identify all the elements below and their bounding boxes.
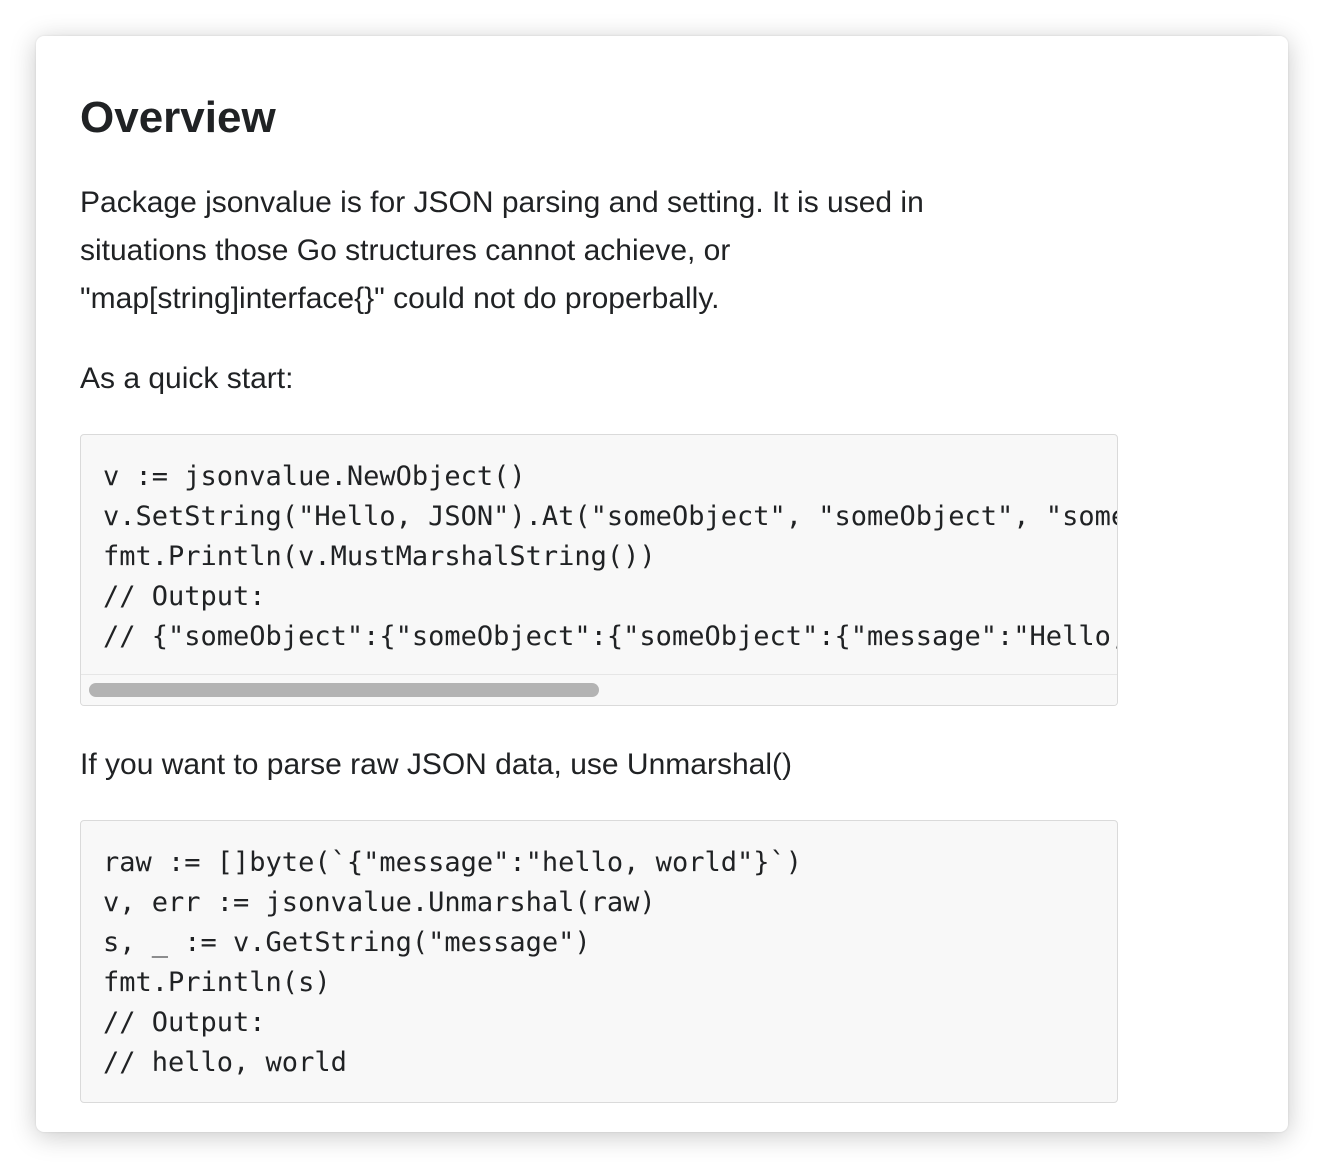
code-line: s, _ := v.GetString("message") [103, 927, 591, 958]
intro-paragraph: Package jsonvalue is for JSON parsing an… [80, 186, 924, 315]
code-line: // Output: [103, 1007, 266, 1038]
quick-start-code-block[interactable]: v := jsonvalue.NewObject() v.SetString("… [80, 434, 1118, 706]
documentation-card: Overview Package jsonvalue is for JSON p… [36, 36, 1288, 1132]
code-line: fmt.Println(s) [103, 967, 331, 998]
code-line: // Output: [103, 581, 266, 612]
parse-code-block: raw := []byte(`{"message":"hello, world"… [80, 820, 1118, 1103]
code-line: // hello, world [103, 1047, 347, 1078]
parse-code: raw := []byte(`{"message":"hello, world"… [81, 821, 1117, 1083]
overview-heading: Overview [80, 93, 276, 142]
horizontal-scrollbar[interactable] [81, 674, 1117, 705]
code-line: raw := []byte(`{"message":"hello, world"… [103, 847, 802, 878]
scrollbar-thumb[interactable] [89, 683, 599, 697]
code-line: v.SetString("Hello, JSON").At("someObjec… [103, 501, 1117, 532]
code-line: fmt.Println(v.MustMarshalString()) [103, 541, 656, 572]
code-line: v, err := jsonvalue.Unmarshal(raw) [103, 887, 656, 918]
code-line: v := jsonvalue.NewObject() [103, 461, 526, 492]
quick-start-text: As a quick start: [80, 362, 294, 395]
quick-start-code: v := jsonvalue.NewObject() v.SetString("… [81, 435, 1117, 657]
code-line: // {"someObject":{"someObject":{"someObj… [103, 621, 1117, 652]
parse-text: If you want to parse raw JSON data, use … [80, 748, 792, 781]
